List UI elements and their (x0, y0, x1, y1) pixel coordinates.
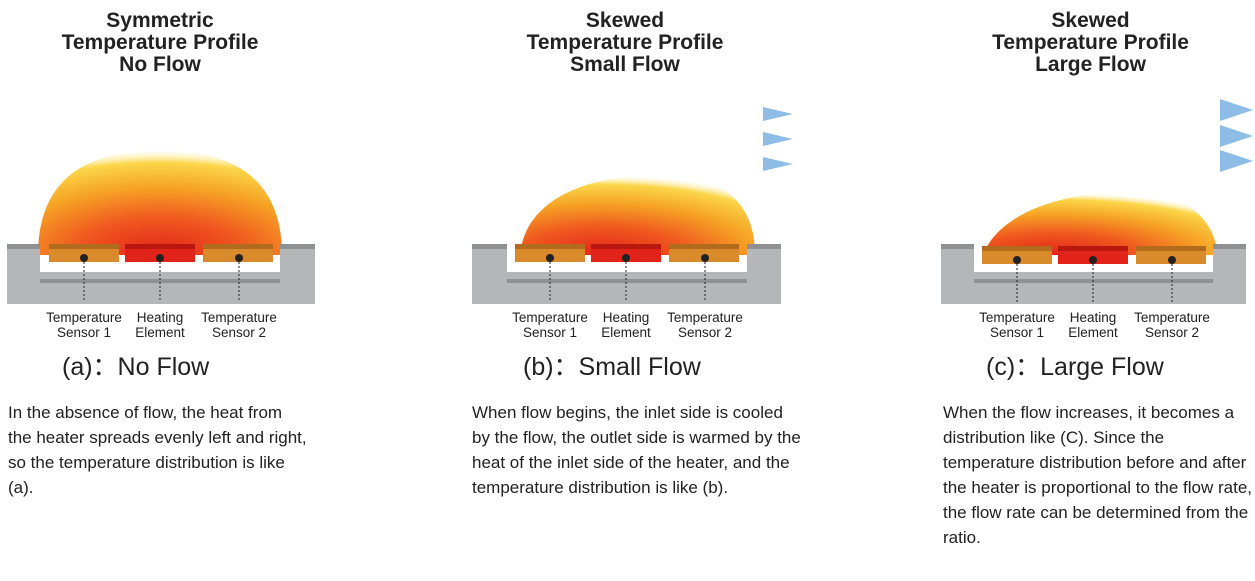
heat-profile (520, 175, 755, 255)
substrate-top-edge-left (472, 244, 507, 249)
heater-point (622, 254, 630, 262)
heat-profile (983, 192, 1218, 255)
panel-caption: (c)：Large Flow (986, 353, 1164, 381)
panel-title: Skewed Temperature Profile Large Flow (928, 10, 1253, 76)
flow-arrows-large (932, 99, 1253, 172)
heater-point (156, 254, 164, 262)
title-line-1: Skewed (1051, 9, 1130, 32)
label-temperature-sensor-2: Temperature Sensor 2 (667, 310, 743, 340)
panel-title: Skewed Temperature Profile Small Flow (465, 10, 785, 76)
membrane (974, 262, 1213, 272)
substrate-top-edge-left (7, 244, 40, 249)
panel-caption: (b)：Small Flow (523, 353, 701, 381)
label-temperature-sensor-2: Temperature Sensor 2 (1134, 310, 1210, 340)
flow-arrow-3-head (763, 157, 793, 171)
cavity-floor-line (507, 279, 747, 283)
panel-description: When the flow increases, it becomes a di… (943, 403, 1253, 547)
label-heating-element: Heating Element (601, 310, 651, 340)
substrate-top-edge-left (941, 244, 974, 249)
title-line-2: Temperature Profile (61, 31, 259, 54)
membrane (507, 262, 747, 272)
temperature-sensor-2-top (203, 244, 273, 249)
label-heating-element: Heating Element (135, 310, 185, 340)
sensor-2-point (1168, 256, 1176, 264)
title-line-3: Small Flow (570, 53, 680, 76)
heating-element-top (1058, 246, 1128, 251)
flow-arrow-1-head (763, 107, 793, 121)
substrate-top-edge-right (1213, 244, 1246, 249)
panel-title: Symmetric Temperature Profile No Flow (5, 10, 315, 76)
sensor-diagram (932, 99, 1253, 304)
sensor-diagram (7, 150, 315, 304)
substrate (7, 244, 315, 304)
title-line-3: Large Flow (1035, 53, 1146, 76)
label-heating-element: Heating Element (1068, 310, 1118, 340)
title-line-2: Temperature Profile (992, 31, 1189, 54)
heating-element-top (591, 244, 661, 249)
title-line-3: No Flow (119, 53, 201, 76)
heating-element-top (125, 244, 195, 249)
title-line-1: Symmetric (106, 9, 214, 32)
sensor-2-point (701, 254, 709, 262)
label-temperature-sensor-2: Temperature Sensor 2 (201, 310, 277, 340)
panel-description: In the absence of flow, the heat from th… (8, 403, 307, 497)
sensor-1-point (80, 254, 88, 262)
heater-point (1089, 256, 1097, 264)
flow-arrow-1-head (1220, 99, 1253, 121)
label-temperature-sensor-1: Temperature Sensor 1 (979, 310, 1055, 340)
panel-small-flow: Skewed Temperature Profile Small Flow (465, 0, 801, 581)
panel-large-flow: Skewed Temperature Profile Large Flow (928, 0, 1255, 581)
flow-arrow-2-head (763, 132, 793, 146)
flow-arrow-3-head (1220, 150, 1253, 172)
heat-profile (38, 150, 282, 255)
temperature-sensor-1-top (515, 244, 585, 249)
sensor-2-point (235, 254, 243, 262)
panel-no-flow: Symmetric Temperature Profile No Flow (0, 0, 320, 581)
substrate-top-edge-right (280, 244, 315, 249)
flow-arrows-small (473, 107, 793, 171)
sensor-1-point (546, 254, 554, 262)
cavity-floor-line (40, 279, 280, 283)
panel-caption: (a)：No Flow (62, 353, 210, 381)
sensor-diagram (472, 107, 793, 304)
sensor-1-point (1013, 256, 1021, 264)
panel-description: When flow begins, the inlet side is cool… (472, 403, 801, 497)
label-temperature-sensor-1: Temperature Sensor 1 (46, 310, 122, 340)
temperature-sensor-1-top (49, 244, 119, 249)
title-line-2: Temperature Profile (526, 31, 724, 54)
temperature-sensor-2-top (1136, 246, 1206, 251)
flow-arrow-2-head (1220, 125, 1253, 147)
temperature-sensor-1-top (982, 246, 1052, 251)
temperature-sensor-2-top (669, 244, 739, 249)
label-temperature-sensor-1: Temperature Sensor 1 (512, 310, 588, 340)
substrate-top-edge-right (747, 244, 781, 249)
title-line-1: Skewed (585, 9, 665, 32)
